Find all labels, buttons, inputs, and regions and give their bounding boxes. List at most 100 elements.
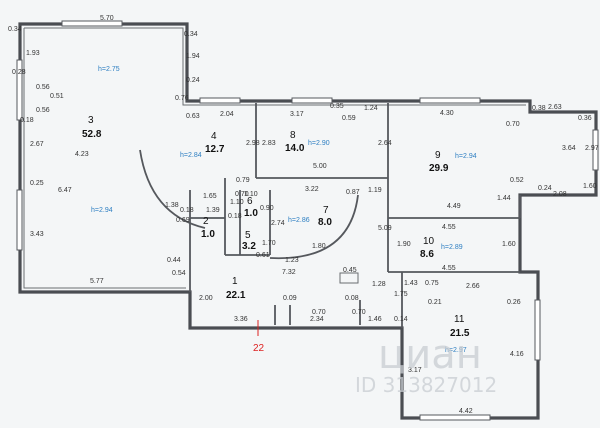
svg-text:4.49: 4.49 bbox=[447, 203, 461, 210]
svg-text:1.38: 1.38 bbox=[165, 202, 179, 209]
svg-text:3.64: 3.64 bbox=[562, 145, 576, 152]
svg-text:0.70: 0.70 bbox=[312, 309, 326, 316]
svg-text:1.23: 1.23 bbox=[285, 257, 299, 264]
svg-text:1.60: 1.60 bbox=[583, 183, 597, 190]
svg-text:0.09: 0.09 bbox=[283, 295, 297, 302]
svg-text:4.55: 4.55 bbox=[442, 265, 456, 272]
svg-text:0.28: 0.28 bbox=[12, 69, 26, 76]
window bbox=[534, 299, 541, 361]
room-10: 10 8.6 bbox=[420, 236, 435, 260]
svg-text:0.51: 0.51 bbox=[50, 93, 64, 100]
room-3: 3 52.8 bbox=[82, 115, 102, 140]
height-label: h=2.75 bbox=[98, 66, 120, 73]
room-7: 7 8.0 bbox=[318, 205, 332, 228]
svg-text:0.52: 0.52 bbox=[510, 177, 524, 184]
svg-text:0.36: 0.36 bbox=[578, 115, 592, 122]
svg-text:0.35: 0.35 bbox=[330, 103, 344, 110]
svg-text:2.67: 2.67 bbox=[30, 141, 44, 148]
svg-text:7: 7 bbox=[323, 205, 329, 216]
svg-text:0.45: 0.45 bbox=[343, 267, 357, 274]
curved-wall bbox=[269, 194, 359, 260]
svg-text:1: 1 bbox=[232, 276, 238, 287]
svg-text:0.24: 0.24 bbox=[186, 77, 200, 84]
svg-text:0.14: 0.14 bbox=[394, 316, 408, 323]
window bbox=[199, 97, 241, 104]
svg-text:0.34: 0.34 bbox=[184, 31, 198, 38]
window bbox=[61, 20, 123, 27]
svg-text:12.7: 12.7 bbox=[205, 144, 225, 155]
svg-text:1.46: 1.46 bbox=[368, 316, 382, 323]
svg-text:14.0: 14.0 bbox=[285, 143, 305, 154]
svg-text:1.60: 1.60 bbox=[502, 241, 516, 248]
window bbox=[16, 189, 23, 251]
svg-text:22.1: 22.1 bbox=[226, 290, 246, 301]
svg-text:7.32: 7.32 bbox=[282, 269, 296, 276]
svg-text:0.24: 0.24 bbox=[538, 185, 552, 192]
svg-text:5: 5 bbox=[245, 230, 251, 241]
svg-text:2.63: 2.63 bbox=[548, 104, 562, 111]
room-6: 6 1.0 bbox=[244, 196, 258, 219]
height-label: h=2.89 bbox=[441, 244, 463, 251]
svg-text:5.00: 5.00 bbox=[313, 163, 327, 170]
svg-text:5.70: 5.70 bbox=[100, 15, 114, 22]
svg-text:1.0: 1.0 bbox=[244, 208, 258, 219]
svg-text:4.30: 4.30 bbox=[440, 110, 454, 117]
room-8: 8 14.0 bbox=[285, 130, 305, 154]
svg-text:1.10: 1.10 bbox=[244, 191, 258, 198]
svg-text:3.22: 3.22 bbox=[305, 186, 319, 193]
svg-text:29.9: 29.9 bbox=[429, 163, 449, 174]
svg-text:0.56: 0.56 bbox=[36, 84, 50, 91]
svg-text:1.75: 1.75 bbox=[394, 291, 408, 298]
svg-text:11: 11 bbox=[454, 314, 465, 325]
svg-text:6.47: 6.47 bbox=[58, 187, 72, 194]
svg-text:6: 6 bbox=[247, 196, 253, 207]
dimension-labels: 5.70 0.34 0.34 1.93 1.94 0.28 0.56 0.56 … bbox=[8, 15, 599, 415]
watermark: циан ID 313827012 bbox=[355, 332, 497, 397]
height-label: h=2.97 bbox=[445, 347, 467, 354]
svg-text:0.70: 0.70 bbox=[235, 191, 249, 198]
room-11: 11 21.5 bbox=[450, 314, 470, 339]
svg-text:2.97: 2.97 bbox=[585, 145, 599, 152]
height-label: h=2.86 bbox=[288, 217, 310, 224]
svg-text:0.87: 0.87 bbox=[346, 189, 360, 196]
svg-text:0.18: 0.18 bbox=[20, 117, 34, 124]
room-2: 2 1.0 bbox=[201, 216, 215, 240]
svg-text:1.43: 1.43 bbox=[404, 280, 418, 287]
svg-text:1.90: 1.90 bbox=[397, 241, 411, 248]
svg-text:10: 10 bbox=[423, 236, 435, 247]
svg-text:0.44: 0.44 bbox=[167, 257, 181, 264]
svg-text:2.08: 2.08 bbox=[553, 191, 567, 198]
svg-text:1.10: 1.10 bbox=[230, 199, 244, 206]
room-1: 1 22.1 bbox=[226, 276, 246, 301]
svg-text:0.21: 0.21 bbox=[428, 299, 442, 306]
svg-text:0.69: 0.69 bbox=[176, 217, 190, 224]
svg-text:1.65: 1.65 bbox=[203, 193, 217, 200]
svg-text:0.75: 0.75 bbox=[425, 280, 439, 287]
svg-text:1.0: 1.0 bbox=[201, 229, 215, 240]
window bbox=[16, 59, 23, 121]
height-label: h=2.84 bbox=[180, 152, 202, 159]
svg-text:0.08: 0.08 bbox=[345, 295, 359, 302]
svg-text:0.90: 0.90 bbox=[260, 205, 274, 212]
svg-text:0.61: 0.61 bbox=[256, 252, 270, 259]
svg-text:0.18: 0.18 bbox=[228, 213, 242, 220]
svg-text:0.54: 0.54 bbox=[172, 270, 186, 277]
svg-text:1.44: 1.44 bbox=[497, 195, 511, 202]
svg-text:0.25: 0.25 bbox=[30, 180, 44, 187]
svg-text:1.24: 1.24 bbox=[364, 105, 378, 112]
curved-wall bbox=[139, 149, 206, 229]
svg-text:0.79: 0.79 bbox=[236, 177, 250, 184]
svg-text:0.18: 0.18 bbox=[180, 207, 194, 214]
svg-text:2.34: 2.34 bbox=[310, 316, 324, 323]
svg-text:3.36: 3.36 bbox=[234, 316, 248, 323]
svg-text:21.5: 21.5 bbox=[450, 328, 470, 339]
svg-text:2.66: 2.66 bbox=[466, 283, 480, 290]
svg-text:2: 2 bbox=[203, 216, 209, 227]
svg-text:1.28: 1.28 bbox=[372, 281, 386, 288]
svg-text:5.77: 5.77 bbox=[90, 278, 104, 285]
svg-text:2.74: 2.74 bbox=[271, 220, 285, 227]
window bbox=[291, 97, 333, 104]
svg-text:2.00: 2.00 bbox=[199, 295, 213, 302]
window bbox=[592, 129, 599, 171]
